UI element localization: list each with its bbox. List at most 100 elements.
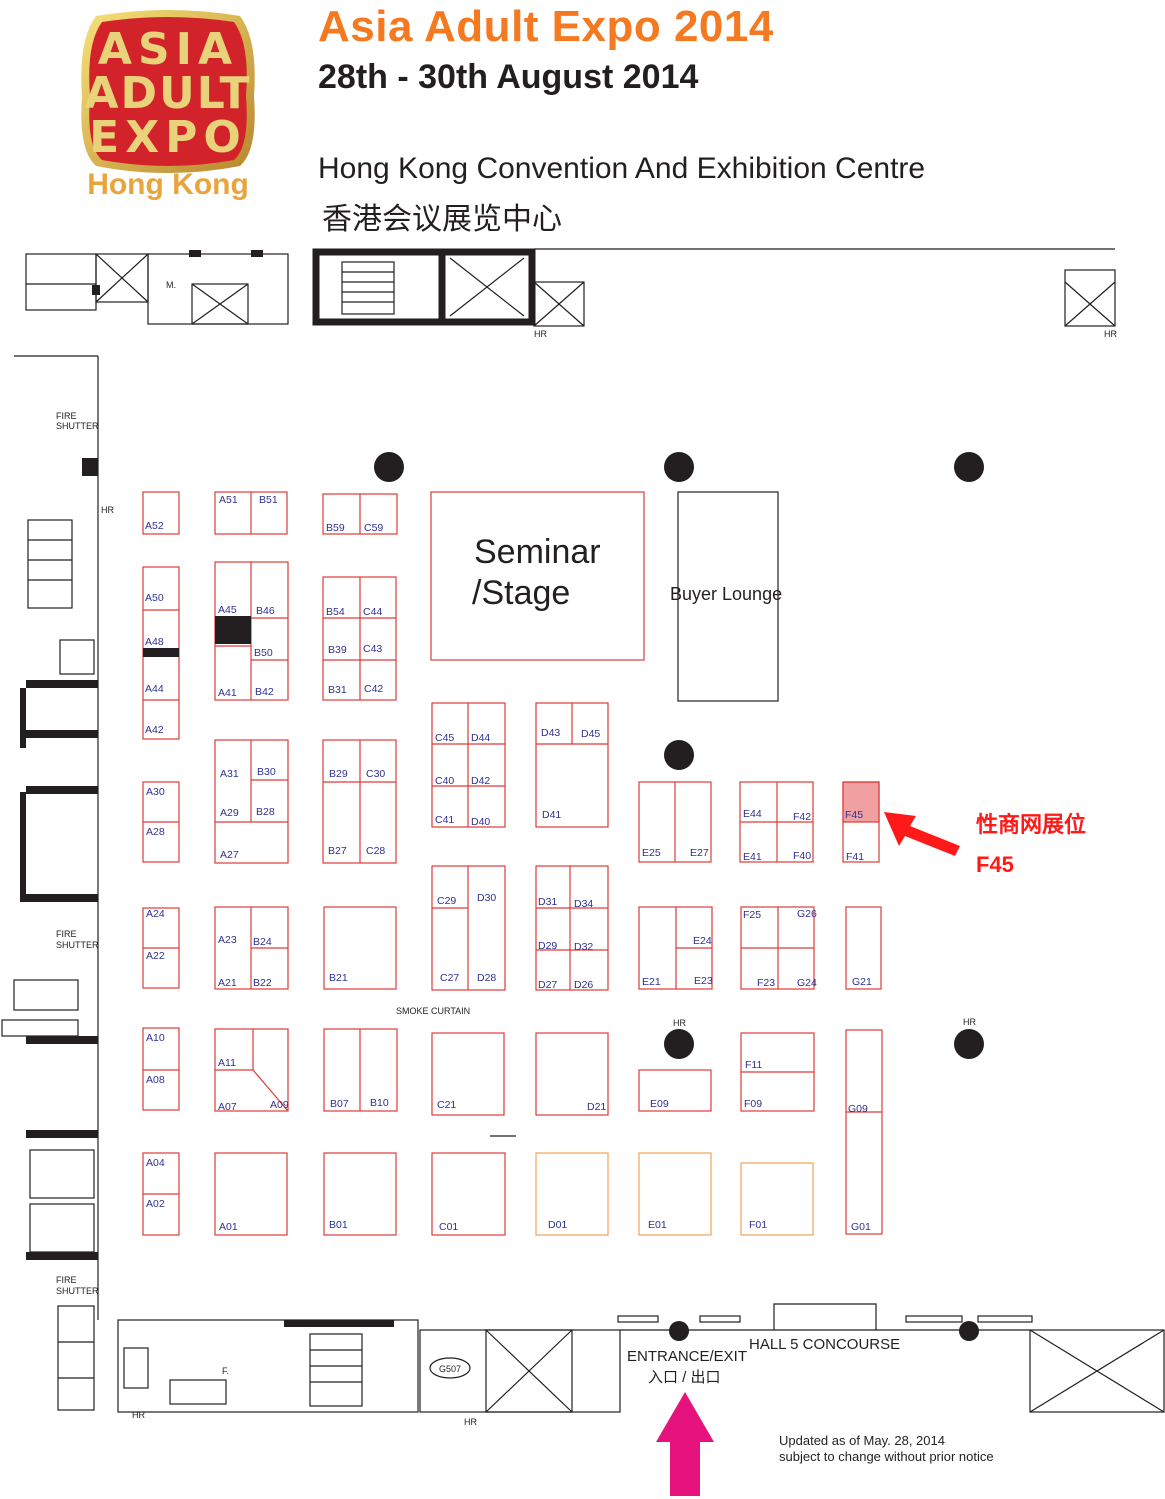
m-label: M. xyxy=(166,280,176,290)
booth-label: B51 xyxy=(259,494,278,506)
booth-label: B59 xyxy=(326,522,345,534)
fire-shutter-label-2: FIRE xyxy=(56,929,77,939)
booth-label: B46 xyxy=(256,605,275,617)
booth-label: G09 xyxy=(848,1103,868,1115)
seminar-label-1: Seminar xyxy=(474,533,601,571)
booth-label: E09 xyxy=(650,1098,669,1110)
buyer-lounge-area xyxy=(677,491,779,702)
hr-label-5: HR xyxy=(132,1410,145,1420)
booth-label: F11 xyxy=(745,1059,762,1071)
booth-label: B28 xyxy=(256,806,275,818)
booth-label: C43 xyxy=(363,643,382,655)
callout-code: F45 xyxy=(976,852,1014,877)
booth-label: B07 xyxy=(330,1098,349,1110)
booth-label: A23 xyxy=(218,934,237,946)
notice-note: subject to change without prior notice xyxy=(779,1449,994,1464)
booth-label: D28 xyxy=(477,972,496,984)
page-title: Asia Adult Expo 2014 xyxy=(318,2,774,51)
booth-label: A09 xyxy=(270,1099,289,1111)
booth-label: A30 xyxy=(146,786,165,798)
booth-label: B31 xyxy=(328,684,347,696)
booth-label: B27 xyxy=(328,845,347,857)
booth-label: D32 xyxy=(574,941,593,953)
booth-label-f45: F45 xyxy=(845,809,863,821)
booth-label: A51 xyxy=(219,494,238,506)
hr-label-2: HR xyxy=(1104,329,1117,339)
booth-label: F41 xyxy=(846,851,864,863)
smoke-curtain-label: SMOKE CURTAIN xyxy=(396,1006,470,1016)
booth-label: A45 xyxy=(218,604,237,616)
fire-shutter-label-3b: SHUTTER xyxy=(56,1286,99,1296)
venue-name: Hong Kong Convention And Exhibition Cent… xyxy=(318,152,926,185)
booth-label: C59 xyxy=(364,522,383,534)
callout-title: 性商网展位 xyxy=(976,812,1086,838)
hr-label-3: HR xyxy=(101,505,114,515)
booth-label: A10 xyxy=(146,1032,165,1044)
booth-label: A01 xyxy=(219,1221,238,1233)
hr-label-4: HR xyxy=(464,1417,477,1427)
booth-label: A50 xyxy=(145,592,164,604)
header: ASIA ADULT EXPO Hong Kong Asia Adult Exp… xyxy=(0,0,1165,240)
booth-label: A11 xyxy=(218,1057,236,1069)
booth-label: F40 xyxy=(793,850,811,862)
booth-label: A07 xyxy=(218,1101,237,1113)
booth-label: C28 xyxy=(366,845,385,857)
booth-label: C42 xyxy=(364,683,383,695)
building-structure: M. HR HR FIRE SHUTTER HR FIRE SHUTTER xyxy=(1,248,1165,1427)
booth-label: A22 xyxy=(146,950,165,962)
logo-word-1: ASIA xyxy=(98,24,238,75)
venue-name-chinese: 香港会议展览中心 xyxy=(322,202,562,237)
booth-label: C21 xyxy=(437,1099,456,1111)
booth-outlines xyxy=(142,491,883,1236)
logo-word-2: ADULT xyxy=(84,68,251,119)
entrance-label: ENTRANCE/EXIT xyxy=(627,1348,747,1365)
booth-label: C45 xyxy=(435,732,454,744)
booth-label: G24 xyxy=(797,977,817,989)
booth-label: D21 xyxy=(587,1101,606,1113)
booth-label: B50 xyxy=(254,647,273,659)
booth-label: A29 xyxy=(220,807,239,819)
booth-label: B10 xyxy=(370,1097,389,1109)
logo-city: Hong Kong xyxy=(87,168,249,201)
booth-label: D27 xyxy=(538,979,557,991)
booth-label: B54 xyxy=(326,606,345,618)
booth-label: C44 xyxy=(363,606,382,618)
booth-label: A42 xyxy=(145,724,164,736)
booth-label: D26 xyxy=(574,979,593,991)
booth-label: E23 xyxy=(694,975,713,987)
updated-note: Updated as of May. 28, 2014 xyxy=(779,1433,945,1448)
booth-label: A04 xyxy=(146,1157,165,1169)
booth-label: F25 xyxy=(743,909,761,921)
booth-label: E24 xyxy=(693,935,712,947)
f-label: F. xyxy=(222,1366,229,1376)
booth-label: D41 xyxy=(542,809,561,821)
booth-label: C27 xyxy=(440,972,459,984)
booth-label: C29 xyxy=(437,895,456,907)
booth-label: D44 xyxy=(471,732,490,744)
booth-label: C40 xyxy=(435,775,454,787)
booth-label: B24 xyxy=(253,936,272,948)
fire-shutter-label-1: FIRE xyxy=(56,411,77,421)
expo-logo: ASIA ADULT EXPO Hong Kong xyxy=(81,10,255,201)
entrance-arrow xyxy=(656,1392,714,1496)
booth-label: E44 xyxy=(743,808,762,820)
booth-label: B39 xyxy=(328,644,347,656)
booth-label: G21 xyxy=(852,976,872,988)
entrance-label-chinese: 入口 / 出口 xyxy=(648,1369,721,1386)
seminar-label-2: /Stage xyxy=(472,574,570,612)
logo-word-3: EXPO xyxy=(89,112,247,163)
booth-label: E41 xyxy=(743,851,762,863)
fire-shutter-label-1b: SHUTTER xyxy=(56,421,99,431)
booth-label: D31 xyxy=(538,896,557,908)
booth-label: A44 xyxy=(145,683,164,695)
booth-label: A24 xyxy=(146,908,165,920)
booth-label: F09 xyxy=(744,1098,762,1110)
buyer-lounge-label: Buyer Lounge xyxy=(670,584,782,604)
highlight-callout: 性商网展位 F45 xyxy=(884,812,1086,877)
booth-label: A08 xyxy=(146,1074,165,1086)
booth-label: A27 xyxy=(220,849,239,861)
booth-label: F01 xyxy=(749,1219,767,1231)
booth-labels: A52 A51 B51 B59 C59 A50 A48 A44 A42 A45 … xyxy=(145,494,872,1233)
booth-label: D45 xyxy=(581,728,600,740)
